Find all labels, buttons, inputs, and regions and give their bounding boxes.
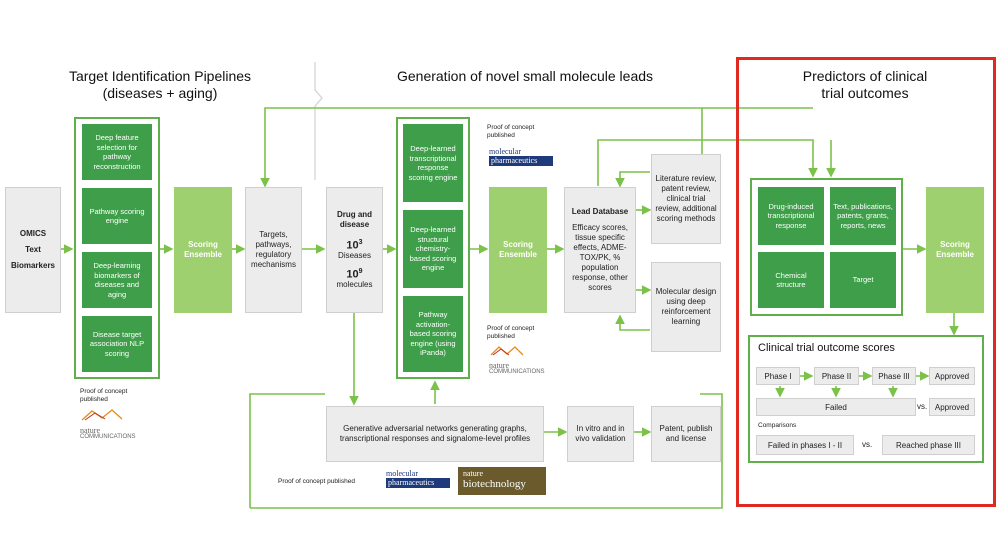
- gan-box: Generative adversarial networks generati…: [326, 406, 544, 462]
- poc-mid-label-2: published: [487, 333, 515, 340]
- molecular-design-box: Molecular design using deep reinforcemen…: [651, 262, 721, 352]
- text-label: Text: [25, 245, 41, 254]
- poc-bottom-label: Proof of concept published: [278, 478, 355, 485]
- drug-disease-box: Drug and disease 103 Diseases 109 molecu…: [326, 187, 383, 313]
- nature-communications-logo-2: nature COMMUNICATIONS: [489, 344, 559, 375]
- molecular-pharmaceutics-logo-2: molecular pharmaceutics: [386, 470, 450, 488]
- vs-label-1: vs.: [917, 402, 928, 411]
- poc-top-label-1: Proof of concept: [487, 124, 535, 131]
- phase-3: Phase III: [872, 367, 916, 385]
- vs-label-2: vs.: [862, 440, 873, 449]
- predictor-input-2: Text, publications, patents, grants, rep…: [830, 187, 896, 245]
- predictors-subtitle: trial outcomes: [821, 85, 909, 101]
- predictor-input-1: Drug-induced transcriptional response: [758, 187, 824, 245]
- failed-phases-box: Failed in phases I - II: [756, 435, 854, 455]
- diseases-label: Diseases: [338, 251, 371, 260]
- predictor-inputs-frame: [750, 178, 903, 316]
- predictors-title: Predictors of clinical: [802, 68, 928, 84]
- nature-biotechnology-logo: nature biotechnology: [458, 467, 546, 495]
- molecules-label: molecules: [336, 279, 373, 289]
- targets-box: Targets, pathways, regulatory mechanisms: [245, 187, 302, 313]
- target-engines-frame: [74, 117, 160, 379]
- molecular-pharmaceutics-logo-1: molecular pharmaceutics: [489, 148, 553, 166]
- phase-1: Phase I: [756, 367, 800, 385]
- scoring-ensemble-3: Scoring Ensemble: [926, 187, 984, 313]
- scoring-ensemble-2: Scoring Ensemble: [489, 187, 547, 313]
- diseases-count: 103: [346, 239, 363, 252]
- literature-box: Literature review, patent review, clinic…: [651, 154, 721, 244]
- poc-label-1: Proof of concept: [80, 388, 128, 395]
- approved-2: Approved: [929, 398, 975, 416]
- poc-mid-label-1: Proof of concept: [487, 325, 535, 332]
- approved-1: Approved: [929, 367, 975, 385]
- omics-box: OMICS Text Biomarkers: [5, 187, 61, 313]
- lead-engine-3: Pathway activation-based scoring engine …: [403, 296, 463, 372]
- phase-2: Phase II: [814, 367, 859, 385]
- lead-engine-2: Deep-learned structural chemistry-based …: [403, 210, 463, 288]
- clinical-frame: [748, 335, 984, 463]
- biomarkers-label: Biomarkers: [10, 261, 56, 270]
- reached-phase-box: Reached phase III: [882, 435, 975, 455]
- lead-engines-frame: [396, 117, 470, 379]
- clinical-title: Clinical trial outcome scores: [758, 342, 895, 354]
- failed-box: Failed: [756, 398, 916, 416]
- nature-communications-logo-1: nature COMMUNICATIONS: [80, 408, 160, 440]
- drug-disease-title: Drug and disease: [336, 210, 373, 230]
- omics-label: OMICS: [19, 229, 47, 238]
- target-engine-1: Deep feature selection for pathway recon…: [82, 124, 152, 180]
- scoring-ensemble-1: Scoring Ensemble: [174, 187, 232, 313]
- lead-database-body: Efficacy scores, tissue specific effects…: [572, 223, 628, 292]
- poc-top-label-2: published: [487, 132, 515, 139]
- predictors-frame: [736, 57, 996, 507]
- molecules-count: 109: [346, 268, 363, 281]
- target-engine-2: Pathway scoring engine: [82, 188, 152, 244]
- communications-text-2: COMMUNICATIONS: [489, 369, 545, 375]
- lead-database-title: Lead Database: [571, 207, 629, 216]
- target-engine-4: Disease target association NLP scoring: [82, 316, 152, 372]
- generation-title: Generation of novel small molecule leads: [396, 68, 654, 84]
- nature-text-1: nature: [80, 426, 100, 435]
- predictor-input-4: Target: [830, 252, 896, 308]
- predictor-input-3: Chemical structure: [758, 252, 824, 308]
- target-engine-3: Deep-learning biomarkers of diseases and…: [82, 252, 152, 308]
- wave-icon: [81, 409, 123, 421]
- nature-text-2: nature: [489, 361, 509, 370]
- in-vitro-box: In vitro and in vivo validation: [567, 406, 634, 462]
- wave-icon-2: [490, 346, 524, 356]
- poc-label-2: published: [80, 396, 108, 403]
- lead-database-box: Lead Database Efficacy scores, tissue sp…: [564, 187, 636, 313]
- target-identification-title: Target Identification Pipelines: [68, 68, 252, 84]
- communications-text-1: COMMUNICATIONS: [80, 434, 136, 440]
- target-identification-subtitle: (diseases + aging): [102, 85, 218, 101]
- comparisons-label: Comparisons: [758, 422, 797, 429]
- patent-box: Patent, publish and license: [651, 406, 721, 462]
- lead-engine-1: Deep-learned transcriptional response sc…: [403, 124, 463, 202]
